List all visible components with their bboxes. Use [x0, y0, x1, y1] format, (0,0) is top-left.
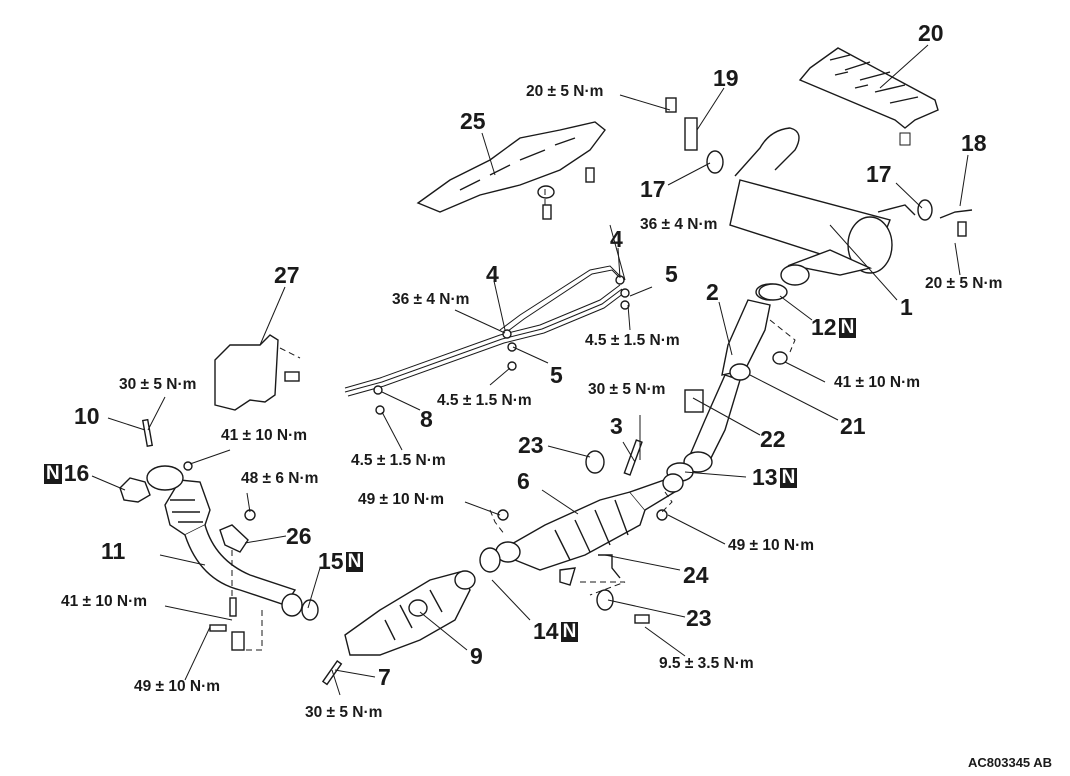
bracket-27 [214, 334, 300, 411]
callout-1: 1 [900, 294, 913, 320]
bolt-icon [899, 132, 911, 146]
torque-4-upper: 36 ± 4 N·m [640, 216, 718, 233]
new-part-mark: N [345, 551, 364, 572]
catalytic-converter-9 [344, 570, 476, 656]
callout-2: 2 [706, 279, 719, 305]
leader-lines [91, 44, 969, 696]
new-part-mark: N [44, 463, 62, 484]
heat-protector-front-25 [416, 121, 606, 220]
torque-26-bolt: 48 ± 6 N·m [241, 470, 319, 487]
bracket-24 [559, 554, 621, 586]
torque-16-nut: 41 ± 10 N·m [221, 427, 308, 444]
callout-11: 11 [101, 538, 126, 564]
bracket-26 [219, 524, 249, 553]
torque-5-lower: 4.5 ± 1.5 N·m [437, 392, 532, 409]
new-part-mark: N [560, 621, 579, 642]
callout-4-upper: 4 [610, 226, 623, 252]
callout-23-upper: 23 [518, 432, 544, 458]
callout-26: 26 [286, 523, 312, 549]
callout-25: 25 [460, 108, 486, 134]
torque-8: 4.5 ± 1.5 N·m [351, 452, 446, 469]
new-part-mark: N [779, 467, 798, 488]
callout-5-lower: 5 [550, 362, 563, 388]
heat-protector-rear-20 [798, 47, 939, 129]
sensor-7 [321, 660, 343, 686]
gasket-16 [119, 477, 151, 503]
front-exhaust-pipe-11 [146, 465, 303, 617]
torque-3: 30 ± 5 N·m [588, 381, 666, 398]
callout-18: 18 [961, 130, 987, 156]
callout-20: 20 [918, 20, 944, 46]
callout-12-number: 12 [811, 314, 837, 340]
callout-9: 9 [470, 643, 483, 669]
callout-27: 27 [274, 262, 300, 288]
clamp-icon [373, 275, 630, 415]
callout-16-number: 16 [63, 460, 90, 486]
callout-8: 8 [420, 406, 433, 432]
callout-14-number: 14 [533, 618, 559, 644]
callout-6: 6 [517, 468, 530, 494]
torque-4-lower: 36 ± 4 N·m [392, 291, 470, 308]
torque-19-bolt: 20 ± 5 N·m [526, 83, 604, 100]
torque-18-bolt: 20 ± 5 N·m [925, 275, 1003, 292]
torque-spring-bolt: 49 ± 10 N·m [134, 678, 221, 695]
callout-3: 3 [610, 413, 623, 439]
bracket-19 [665, 97, 698, 151]
pressure-pipes-4 [344, 265, 625, 397]
callout-23-lower: 23 [686, 605, 712, 631]
gasket-14 [479, 547, 501, 573]
torque-6-front-nut: 49 ± 10 N·m [358, 491, 445, 508]
torque-13-nut: 49 ± 10 N·m [728, 537, 815, 554]
figure-code: AC803345 AB [968, 755, 1053, 770]
main-muffler-1 [729, 127, 916, 286]
new-part-mark: N [838, 317, 857, 338]
callout-24: 24 [683, 562, 709, 588]
torque-5-upper: 4.5 ± 1.5 N·m [585, 332, 680, 349]
nut [183, 461, 668, 521]
callout-10: 10 [74, 403, 100, 429]
sensor-10 [141, 418, 154, 447]
callout-19: 19 [713, 65, 739, 91]
callout-4-lower: 4 [486, 261, 499, 287]
rubber-hanger-23 [585, 450, 650, 624]
spring-bolt [209, 597, 245, 651]
callout-7: 7 [378, 664, 391, 690]
rubber-hanger-17 [706, 150, 933, 221]
sensor-3 [623, 439, 643, 476]
front-pipe-2 [683, 283, 788, 473]
callout-5-upper: 5 [665, 261, 678, 287]
torque-11-bolt: 41 ± 10 N·m [61, 593, 148, 610]
torque-23-bolt: 9.5 ± 3.5 N·m [659, 655, 754, 672]
callout-15-number: 15 [318, 548, 344, 574]
callout-21: 21 [840, 413, 866, 439]
callout-17-left: 17 [640, 176, 666, 202]
callout-17-right: 17 [866, 161, 892, 187]
catalytic-converter-6 [495, 473, 684, 571]
torque-10: 30 ± 5 N·m [119, 376, 197, 393]
callout-22: 22 [760, 426, 786, 452]
bracket-18 [939, 209, 973, 237]
torque-7: 30 ± 5 N·m [305, 704, 383, 721]
callout-13-number: 13 [752, 464, 778, 490]
torque-12-bolt: 41 ± 10 N·m [834, 374, 921, 391]
